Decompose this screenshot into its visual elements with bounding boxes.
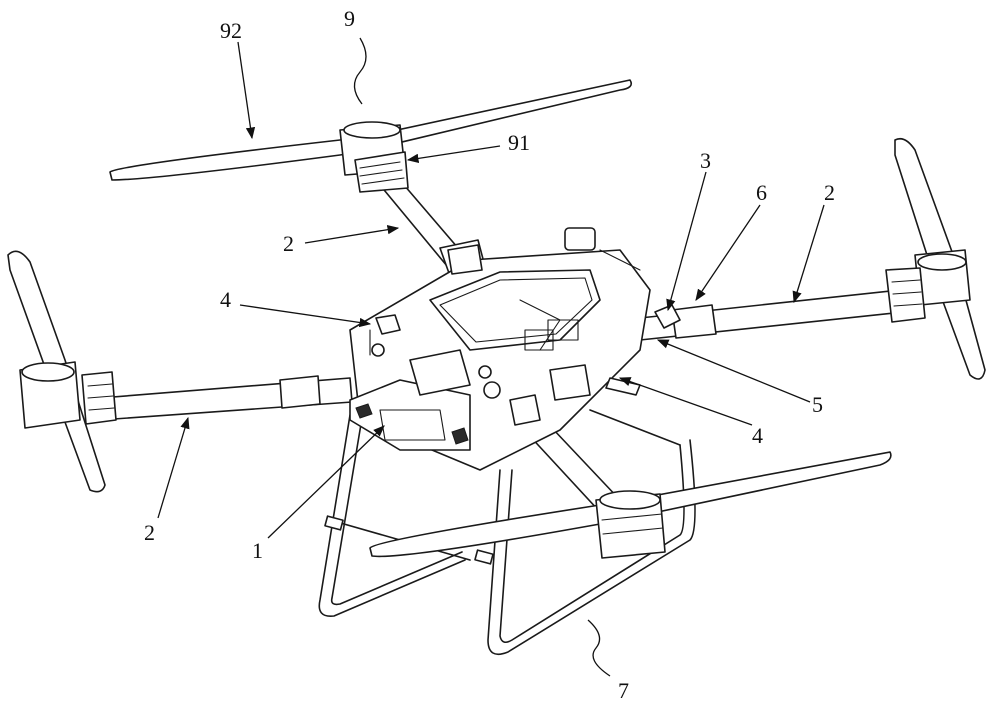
label-2-right: 2: [824, 180, 835, 205]
label-92: 92: [220, 18, 242, 43]
propeller-upper: [109, 79, 633, 193]
label-2-upper: 2: [283, 231, 294, 256]
label-7: 7: [618, 678, 629, 703]
arm-joints: [375, 244, 681, 426]
leader-lines: [157, 37, 825, 677]
propeller-left: [7, 250, 117, 493]
label-5: 5: [812, 392, 823, 417]
label-9: 9: [344, 6, 355, 31]
label-4-right: 4: [752, 423, 763, 448]
label-91: 91: [508, 130, 530, 155]
label-4-left: 4: [220, 287, 231, 312]
arm-right: [639, 289, 905, 341]
propeller-front: [369, 451, 892, 559]
propeller-right: [885, 137, 986, 380]
part-labels: 92 9 91 2 3 6 2 4 5 4 2 1 7: [144, 6, 835, 703]
main-body: [349, 227, 651, 471]
label-1: 1: [252, 538, 263, 563]
arm-left: [99, 375, 353, 421]
label-3: 3: [700, 148, 711, 173]
label-6: 6: [756, 180, 767, 205]
label-2-left: 2: [144, 520, 155, 545]
